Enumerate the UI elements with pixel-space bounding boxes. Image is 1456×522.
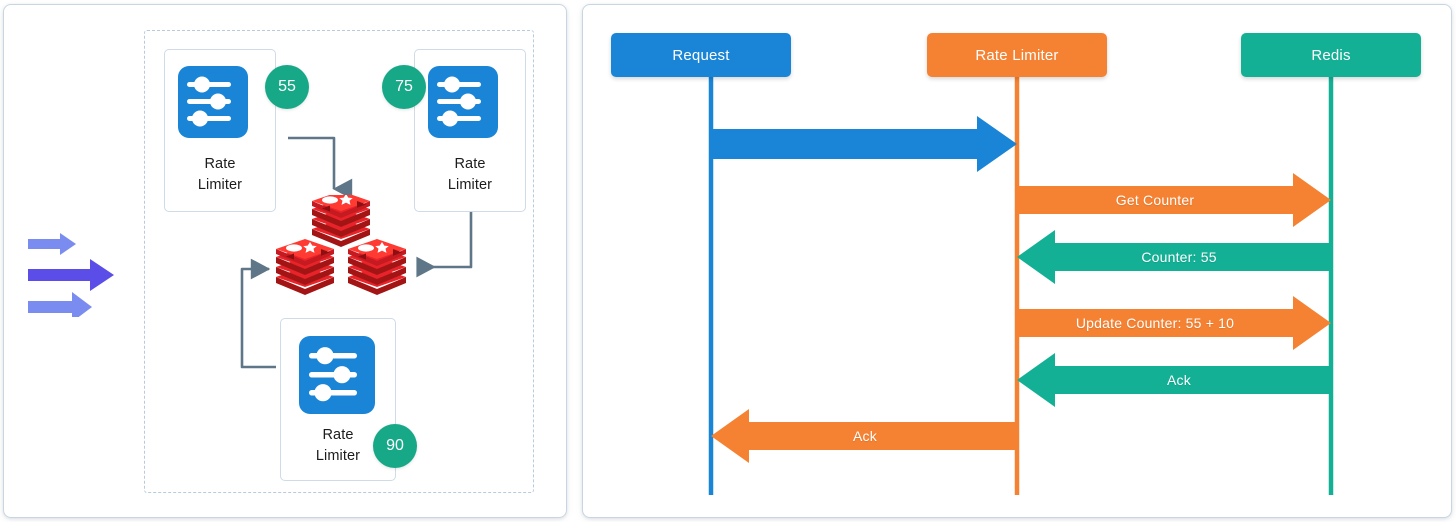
- rl2-label-line2: Limiter: [447, 176, 493, 193]
- redis-node-left: [276, 239, 334, 295]
- message-label-ack-request: Ack: [853, 428, 877, 444]
- sliders-icon: [178, 66, 248, 138]
- sliders-icon: [299, 336, 375, 414]
- rl1-label-line1: Rate: [204, 156, 236, 172]
- message-arrow-m1: [711, 116, 1017, 172]
- rl1-label-line2: Limiter: [197, 176, 243, 193]
- message-label-get-counter: Get Counter: [1115, 192, 1195, 208]
- traffic-arrow-bottom: [28, 292, 92, 322]
- left-panel: Rate Limiter 55 Rate Limiter 75: [3, 4, 567, 518]
- sliders-icon: [428, 66, 498, 138]
- message-arrow-m4: [1017, 296, 1331, 350]
- traffic-arrow-top: [28, 233, 76, 255]
- message-arrow-m2: [1017, 173, 1331, 227]
- counter-badge-90: 90: [373, 424, 417, 468]
- rate-limiter-label-2: Rate Limiter: [414, 154, 526, 195]
- traffic-arrow-middle: [28, 259, 114, 291]
- actor-request-label: Request: [672, 46, 730, 64]
- message-label-counter-55: Counter: 55: [1141, 249, 1217, 265]
- message-label-update-counter: Update Counter: 55 + 10: [1075, 315, 1235, 331]
- actor-redis[interactable]: Redis: [1241, 33, 1421, 77]
- cluster-boundary: [144, 30, 534, 493]
- actor-request[interactable]: Request: [611, 33, 791, 77]
- message-arrow-m3: [1017, 230, 1331, 284]
- actor-rate-limiter[interactable]: Rate Limiter: [927, 33, 1107, 77]
- actor-rate-limiter-label: Rate Limiter: [975, 46, 1059, 64]
- redis-stack-icon: [272, 195, 412, 303]
- sequence-diagram: Get Counter Counter: 55 Update Counter: …: [583, 5, 1451, 517]
- message-arrow-m5: [1017, 353, 1331, 407]
- rate-limiter-label-3: Rate Limiter: [280, 425, 396, 466]
- right-panel: Get Counter Counter: 55 Update Counter: …: [582, 4, 1452, 518]
- message-arrow-m6: [711, 409, 1017, 463]
- redis-node-right: [348, 239, 406, 295]
- rl3-label-line2: Limiter: [315, 447, 361, 464]
- counter-badge-55: 55: [265, 65, 309, 109]
- rl2-label-line1: Rate: [454, 156, 486, 172]
- message-arrows: [711, 116, 1331, 463]
- rate-limiter-label-1: Rate Limiter: [164, 154, 276, 195]
- counter-badge-75: 75: [382, 65, 426, 109]
- actor-redis-label: Redis: [1311, 46, 1351, 64]
- redis-node-top: [312, 195, 370, 247]
- incoming-traffic-arrows: [26, 233, 132, 322]
- rl3-label-line1: Rate: [322, 427, 354, 443]
- message-label-ack-redis: Ack: [1167, 372, 1191, 388]
